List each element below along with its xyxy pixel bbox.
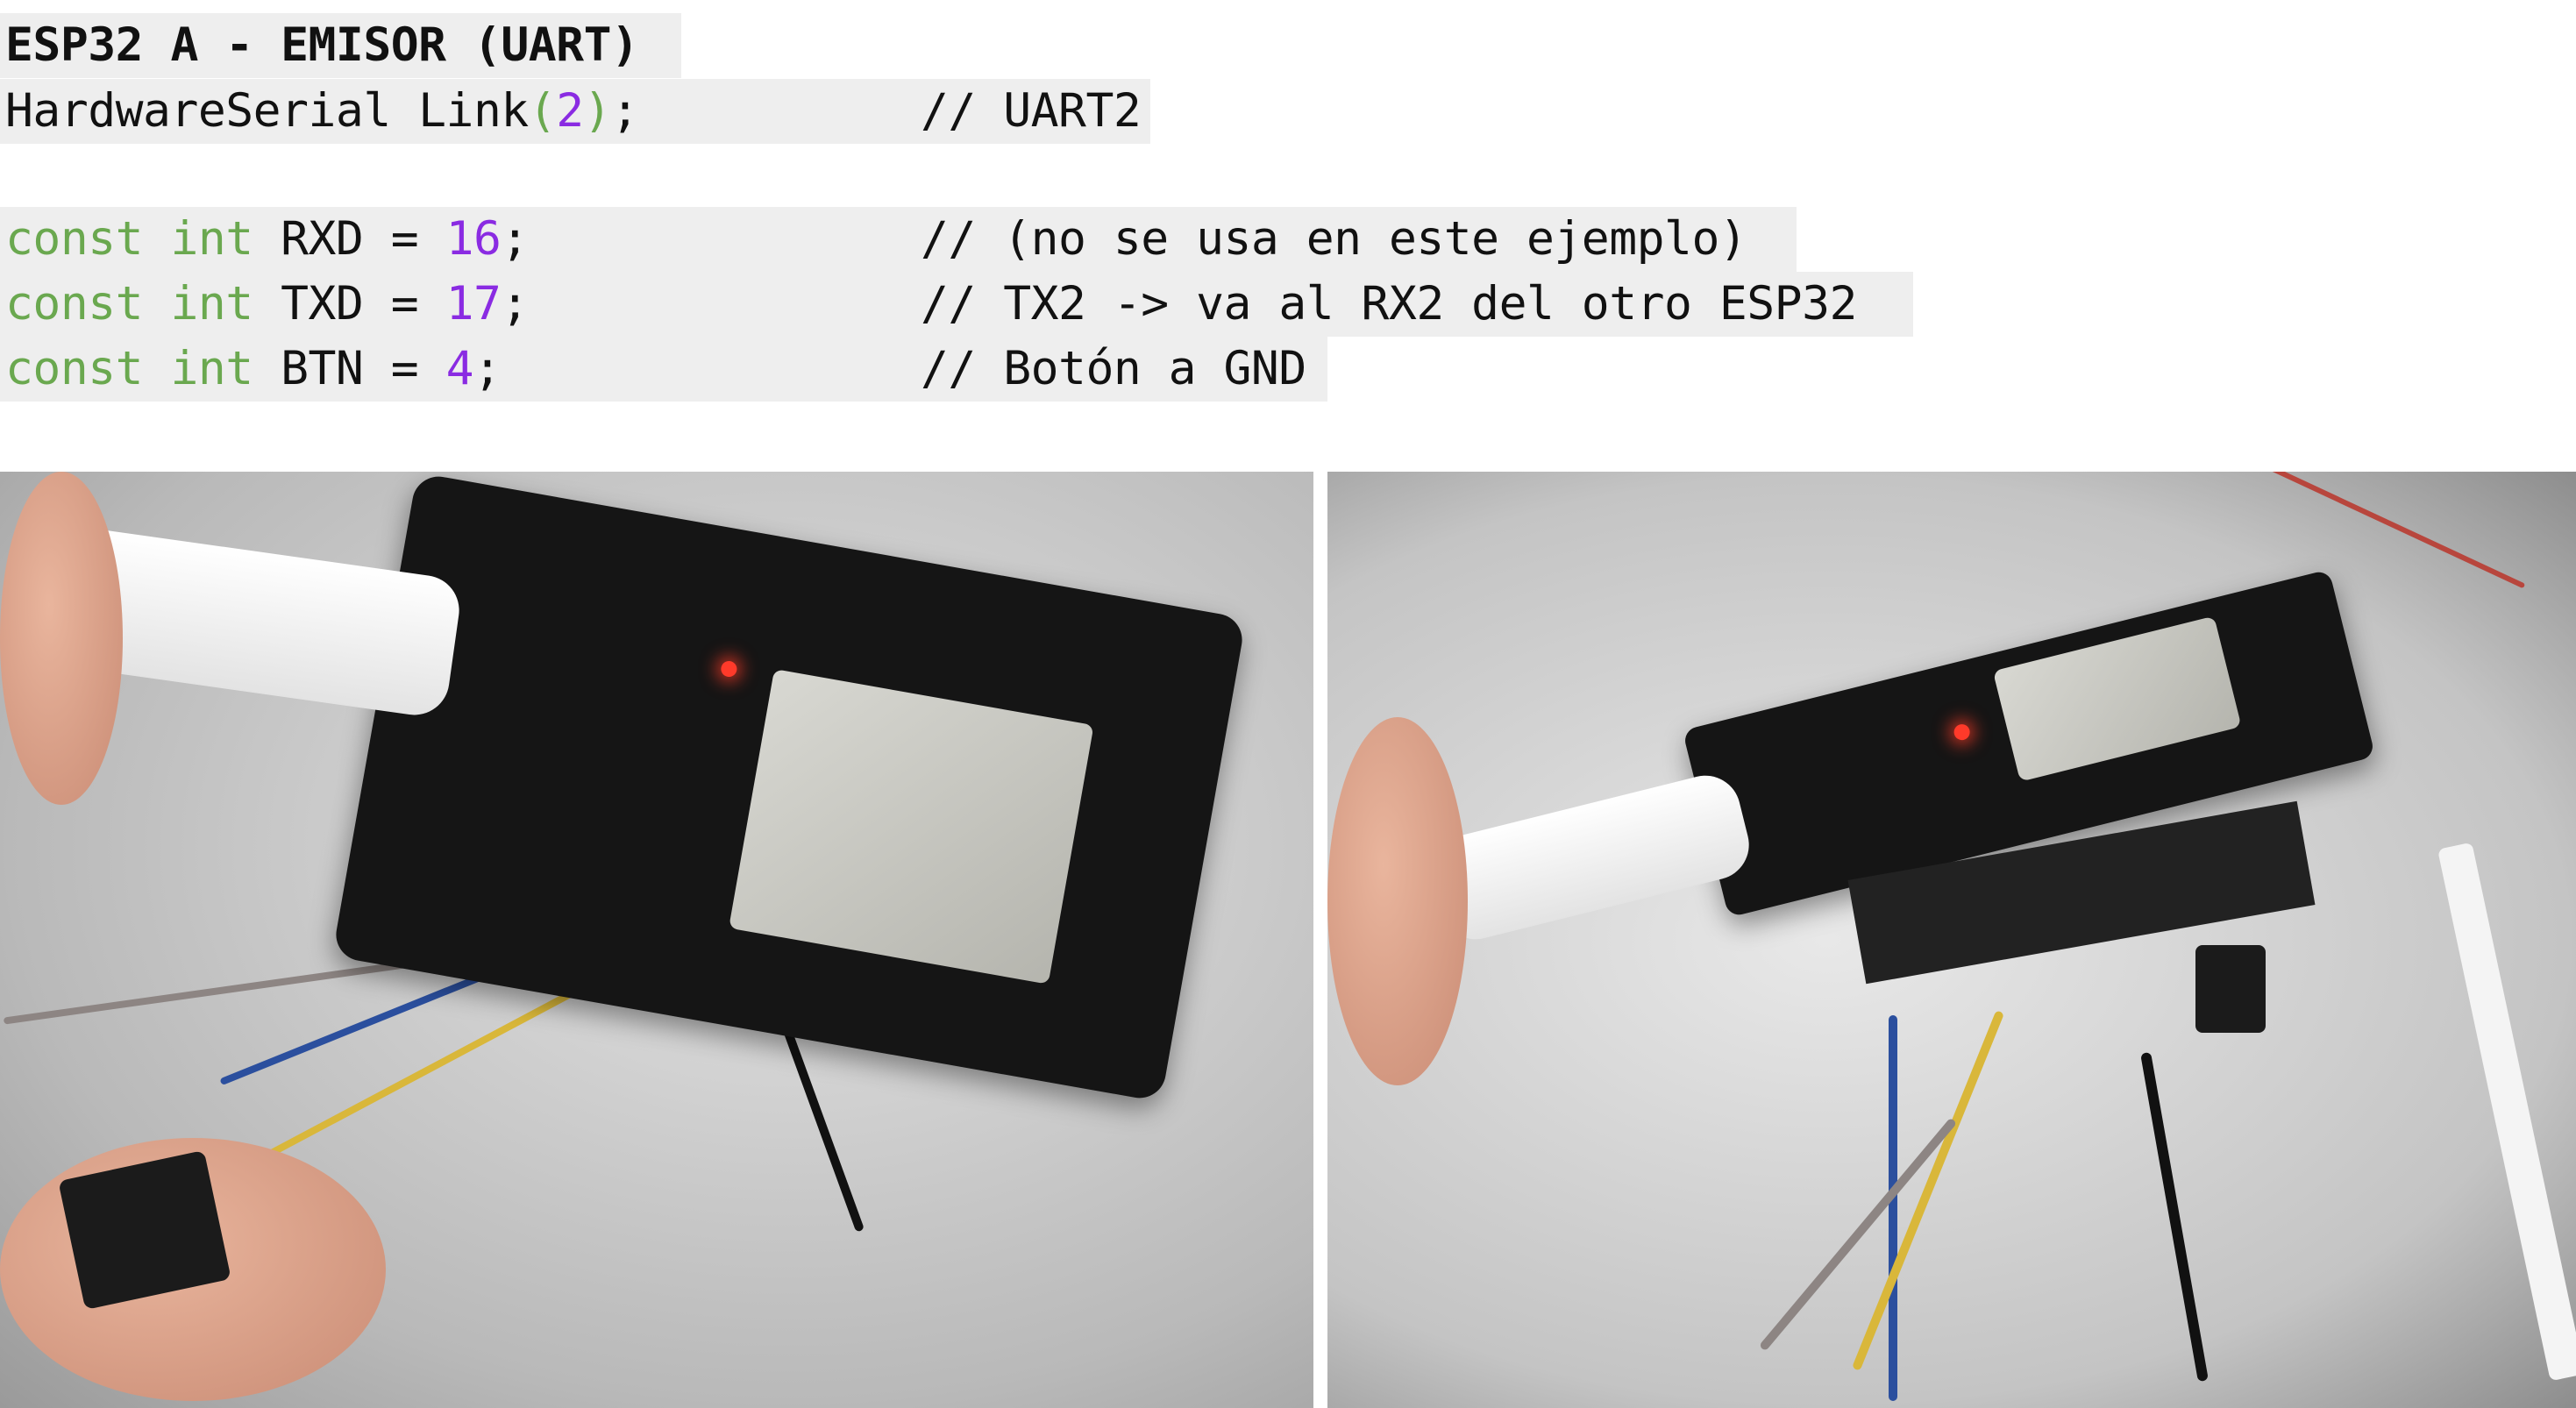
code-keyword: const int: [5, 212, 253, 266]
wire-white: [2437, 842, 2576, 1382]
wire-black: [2140, 1051, 2209, 1383]
power-led: [719, 659, 738, 679]
code-text: ;: [501, 212, 529, 266]
code-line-txd: const int TXD = 17; // TX2 -> va al RX2 d…: [0, 272, 1913, 337]
photo-esp32-side-view: [1327, 472, 2576, 1408]
code-number: 16: [445, 212, 502, 266]
code-line-rxd: const int RXD = 16; // (no se usa en este…: [0, 207, 1797, 272]
code-title: ESP32 A - EMISOR (UART): [0, 13, 681, 78]
wire-blue: [1889, 1015, 1897, 1401]
code-text: HardwareSerial Link: [5, 84, 529, 138]
finger: [1327, 717, 1468, 1085]
esp32-module: [729, 669, 1094, 985]
code-keyword: const int: [5, 277, 253, 331]
code-number: 2: [556, 84, 584, 138]
photo-esp32-top-view: [0, 472, 1313, 1408]
code-text: TXD =: [253, 277, 446, 331]
finger: [0, 472, 123, 805]
code-comment: // (no se usa en este ejemplo): [921, 212, 1747, 266]
code-text: ;: [611, 84, 639, 138]
code-line-btn: const int BTN = 4; // Botón a GND: [0, 337, 1327, 402]
esp32-board: [331, 472, 1247, 1103]
code-line-hardwareserial: HardwareSerial Link(2); // UART2: [0, 79, 1150, 144]
paren-open: (: [528, 84, 557, 138]
wire-grey: [1758, 1117, 1958, 1352]
wire-yellow: [1851, 1010, 2005, 1371]
push-button: [2195, 945, 2266, 1033]
paren-close: ): [583, 84, 612, 138]
code-keyword: const int: [5, 342, 253, 395]
code-text: ;: [473, 342, 502, 395]
code-text: BTN =: [253, 342, 446, 395]
code-number: 4: [445, 342, 474, 395]
usb-cable: [1424, 768, 1757, 947]
power-led: [1952, 722, 1972, 743]
code-text: RXD =: [253, 212, 446, 266]
code-text: ;: [501, 277, 529, 331]
wire-red: [2268, 472, 2526, 589]
code-number: 17: [445, 277, 502, 331]
esp32-module: [1992, 615, 2242, 782]
code-comment: // Botón a GND: [921, 342, 1306, 395]
code-comment: // TX2 -> va al RX2 del otro ESP32: [921, 277, 1857, 331]
code-comment: // UART2: [921, 84, 1142, 138]
